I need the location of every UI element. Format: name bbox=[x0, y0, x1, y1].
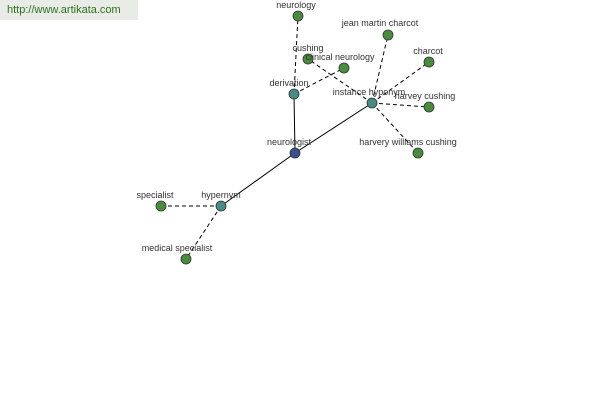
node-label-charcot[interactable]: charcot bbox=[413, 46, 443, 56]
node-label-hypernym[interactable]: hypernym bbox=[201, 190, 241, 200]
node-label-derivation[interactable]: derivation bbox=[269, 78, 308, 88]
node-harvey-cushing[interactable] bbox=[423, 101, 435, 113]
node-hypernym[interactable] bbox=[215, 200, 227, 212]
node-neurologist[interactable] bbox=[289, 147, 301, 159]
edge-derivation-to-clinical-neurology bbox=[293, 67, 345, 95]
node-medical-specialist[interactable] bbox=[180, 253, 192, 265]
node-label-clinical-neurology[interactable]: clinical neurology bbox=[305, 52, 375, 62]
node-label-harvey-cushing[interactable]: harvey cushing bbox=[395, 91, 456, 101]
node-neurology[interactable] bbox=[292, 10, 304, 22]
node-label-cushing[interactable]: cushing bbox=[292, 43, 323, 53]
node-label-neurology[interactable]: neurology bbox=[276, 0, 316, 10]
graph-edges bbox=[161, 15, 430, 260]
edge-neurologist-to-derivation bbox=[293, 93, 296, 154]
edge-hypernym-to-medical-specialist bbox=[185, 205, 222, 260]
node-harvery-williams-cushing[interactable] bbox=[412, 147, 424, 159]
edge-neurologist-to-instance-hyponym bbox=[294, 102, 373, 154]
node-charcot[interactable] bbox=[423, 56, 435, 68]
edge-derivation-to-neurology bbox=[293, 15, 299, 95]
node-label-specialist[interactable]: specialist bbox=[136, 190, 174, 200]
node-instance-hyponym[interactable] bbox=[366, 97, 378, 109]
watermark-url: http://www.artikata.com bbox=[0, 0, 138, 20]
graph-labels: neurologist derivation instance hyponym hyp… bbox=[136, 0, 456, 253]
edge-instance-hyponym-to-jean-martin-charcot bbox=[371, 34, 389, 104]
edge-instance-hyponym-to-harvey-cushing bbox=[371, 102, 430, 108]
edge-instance-hyponym-to-cushing bbox=[307, 58, 373, 104]
node-specialist[interactable] bbox=[155, 200, 167, 212]
node-cushing[interactable] bbox=[302, 53, 314, 65]
node-label-medical-specialist[interactable]: medical specialist bbox=[142, 243, 213, 253]
edge-neurologist-to-hypernym bbox=[220, 152, 296, 207]
node-label-neurologist[interactable]: neurologist bbox=[267, 137, 312, 147]
node-label-jean-martin-charcot[interactable]: jean martin charcot bbox=[341, 18, 419, 28]
edge-instance-hyponym-to-harvery-williams-cushing bbox=[371, 102, 419, 154]
node-derivation[interactable] bbox=[288, 88, 300, 100]
node-label-harvery-williams-cushing[interactable]: harvery williams cushing bbox=[359, 137, 457, 147]
graph-nodes bbox=[155, 10, 435, 265]
node-clinical-neurology[interactable] bbox=[338, 62, 350, 74]
edge-instance-hyponym-to-charcot bbox=[371, 61, 430, 104]
node-label-instance-hyponym[interactable]: instance hyponym bbox=[333, 87, 406, 97]
node-jean-martin-charcot[interactable] bbox=[382, 29, 394, 41]
